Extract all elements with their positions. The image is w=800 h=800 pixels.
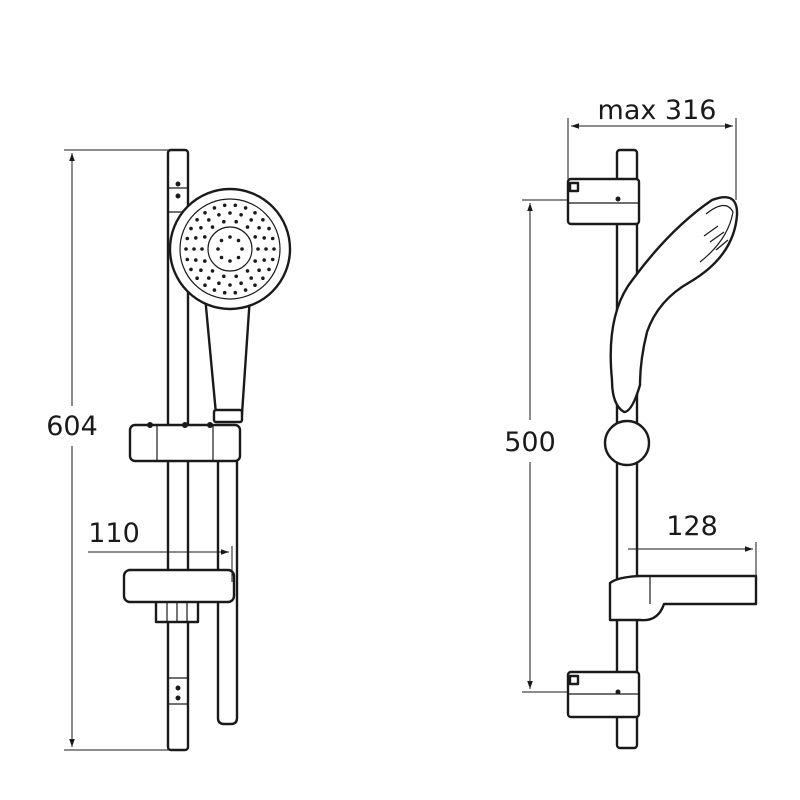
nozzle-dot: [212, 206, 217, 210]
nozzle-dot: [194, 236, 198, 240]
nozzle-dot: [228, 259, 232, 263]
side-view: 500 max 316 128: [504, 95, 758, 750]
side-hand-shower: [609, 195, 739, 414]
nozzle-dot: [216, 247, 220, 251]
nozzle-dot: [199, 268, 203, 273]
nozzle-dot: [233, 203, 238, 208]
nozzle-dot: [243, 288, 248, 292]
side-bottom-bracket: [566, 670, 641, 719]
nozzle-dot: [184, 247, 188, 251]
nozzle-dot: [219, 238, 224, 243]
nozzle-dot: [236, 255, 241, 260]
nozzle-dot: [257, 268, 261, 273]
nozzle-dot: [228, 283, 232, 287]
nozzle-dot: [200, 247, 204, 251]
dimension-label-bracket-spacing: 500: [504, 427, 556, 458]
nozzle-dot: [245, 225, 250, 229]
nozzle-dot: [185, 257, 190, 262]
nozzle-dot: [203, 235, 207, 239]
nozzle-dot: [262, 236, 267, 240]
side-top-bracket: [566, 177, 641, 226]
front-hand-shower: [168, 187, 292, 424]
dimension-110: 110: [88, 518, 233, 582]
nozzle-dot: [261, 276, 265, 281]
nozzle-dot: [234, 219, 238, 224]
nozzle-dot: [210, 269, 215, 273]
side-shelf: [608, 574, 758, 622]
dimension-128: 128: [628, 511, 757, 576]
nozzle-dot: [207, 276, 211, 280]
nozzle-dot: [222, 203, 227, 208]
nozzle-dot: [272, 247, 276, 251]
front-slider-holder: [128, 422, 242, 463]
nozzle-dot: [262, 258, 267, 262]
nozzle-dot: [267, 226, 271, 231]
nozzle-dot: [203, 283, 207, 288]
nozzle-dot: [253, 259, 257, 263]
nozzle-dot: [245, 269, 250, 273]
nozzle-dot: [270, 236, 275, 241]
nozzle-dot: [219, 255, 224, 260]
side-slider-knob: [603, 419, 651, 467]
dimension-label-max-depth: max 316: [598, 95, 717, 126]
nozzle-dot: [253, 283, 257, 288]
nozzle-dot: [261, 218, 265, 222]
dimension-label-shelf-depth: 128: [666, 511, 718, 542]
nozzle-dot: [233, 290, 238, 295]
nozzle-dot: [256, 247, 260, 251]
nozzle-dot: [267, 267, 271, 272]
nozzle-dot: [240, 247, 244, 251]
nozzle-dot: [203, 259, 207, 263]
nozzle-dot: [253, 235, 257, 239]
nozzle-dot: [222, 219, 226, 224]
nozzle-dot: [253, 211, 257, 215]
nozzle-dot: [239, 213, 243, 217]
nozzle-dot: [249, 218, 253, 222]
nozzle-dot: [228, 211, 232, 215]
nozzle-dot: [222, 290, 227, 295]
nozzle-dot: [199, 226, 203, 230]
nozzle-dot: [234, 274, 238, 279]
nozzle-dot: [264, 247, 268, 251]
nozzle-dot: [195, 218, 199, 222]
nozzle-dot: [270, 257, 275, 262]
nozzle-dot: [207, 218, 211, 222]
nozzle-dot: [203, 211, 207, 215]
nozzle-dot: [228, 235, 232, 239]
dimension-500: 500: [504, 199, 568, 693]
nozzle-pattern: [184, 203, 276, 295]
nozzle-dot: [249, 276, 253, 280]
nozzle-dot: [189, 267, 193, 272]
dimension-label-wall-offset: 110: [88, 518, 140, 549]
nozzle-dot: [217, 213, 221, 217]
nozzle-dot: [243, 206, 248, 210]
nozzle-dot: [239, 281, 243, 286]
dimension-max-316: max 316: [567, 95, 737, 200]
nozzle-dot: [195, 276, 199, 281]
front-shelf: [122, 568, 236, 624]
nozzle-dot: [222, 274, 226, 279]
nozzle-dot: [192, 247, 196, 251]
nozzle-dot: [212, 288, 217, 292]
dimension-label-overall-height: 604: [46, 411, 98, 442]
dimension-604: 604: [46, 149, 178, 751]
front-view: 604 110: [46, 148, 292, 752]
nozzle-dot: [194, 258, 198, 262]
nozzle-dot: [236, 238, 241, 243]
nozzle-dot: [210, 225, 215, 229]
nozzle-dot: [185, 236, 190, 241]
nozzle-dot: [189, 226, 193, 231]
nozzle-dot: [257, 226, 261, 230]
nozzle-dot: [217, 281, 221, 286]
